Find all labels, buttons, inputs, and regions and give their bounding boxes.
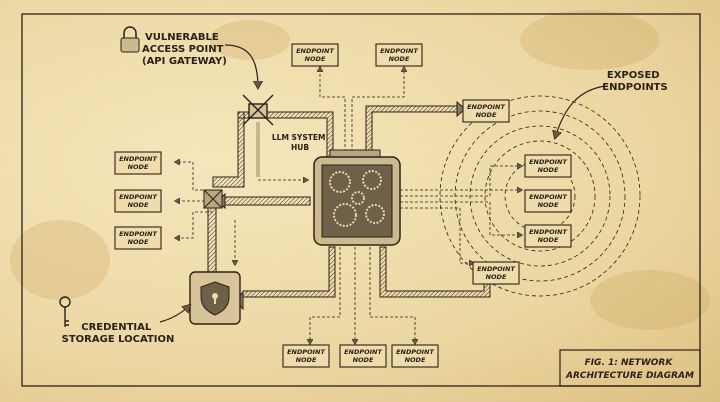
endpoint-node-label: NODE xyxy=(538,236,559,244)
endpoint-node-label: ENDPOINT xyxy=(380,47,418,55)
endpoint-node-label: ENDPOINT xyxy=(467,103,505,111)
endpoint-node-label: NODE xyxy=(128,238,149,246)
endpoint-node-label: ENDPOINT xyxy=(529,193,567,201)
endpoint-node-box xyxy=(282,344,330,368)
annotation-arrows xyxy=(159,44,606,323)
endpoint-node-label: NODE xyxy=(538,166,559,174)
endpoint-node-label: NODE xyxy=(296,356,317,364)
endpoint-node-box xyxy=(472,261,520,285)
frame-border xyxy=(21,13,701,387)
endpoint-node-label: NODE xyxy=(305,55,326,63)
endpoint-node-label: ENDPOINT xyxy=(529,158,567,166)
endpoint-node-box xyxy=(114,226,162,250)
endpoint-node-label: NODE xyxy=(476,111,497,119)
endpoint-node-label: ENDPOINT xyxy=(344,348,382,356)
endpoint-node-label: NODE xyxy=(128,201,149,209)
lock-icon xyxy=(120,26,140,53)
endpoint-node-label: ENDPOINT xyxy=(287,348,325,356)
endpoint-node-box xyxy=(114,151,162,175)
endpoint-node-label: ENDPOINT xyxy=(296,47,334,55)
endpoint-node-label: ENDPOINT xyxy=(529,228,567,236)
figure-caption: FIG. 1: NETWORK ARCHITECTURE DIAGRAM xyxy=(559,349,701,387)
endpoint-node-box xyxy=(462,99,510,123)
endpoint-nodes: ENDPOINTNODEENDPOINTNODEENDPOINTNODEENDP… xyxy=(114,43,572,368)
hub-label: LLM SYSTEM HUB xyxy=(272,133,328,152)
endpoint-node-box xyxy=(375,43,423,67)
endpoint-node-label: NODE xyxy=(128,163,149,171)
api-gateway-blocked-icon xyxy=(242,94,274,177)
key-icon xyxy=(59,296,71,327)
llm-system-hub xyxy=(313,149,401,246)
endpoint-node-label: ENDPOINT xyxy=(119,230,157,238)
endpoint-node-box xyxy=(339,344,387,368)
vulnerable-access-label: VULNERABLE ACCESS POINT (API GATEWAY) xyxy=(142,32,227,67)
endpoint-node-label: NODE xyxy=(538,201,559,209)
junction-box-icon xyxy=(203,189,223,209)
endpoint-node-box xyxy=(391,344,439,368)
endpoint-node-box xyxy=(524,154,572,178)
endpoint-node-label: ENDPOINT xyxy=(119,155,157,163)
endpoint-node-box xyxy=(524,189,572,213)
exposed-endpoints-label: EXPOSED ENDPOINTS xyxy=(602,70,667,93)
endpoint-node-label: NODE xyxy=(389,55,410,63)
endpoint-node-label: ENDPOINT xyxy=(119,193,157,201)
paper-stains xyxy=(10,10,710,330)
dashed-links xyxy=(175,67,522,344)
endpoint-node-label: NODE xyxy=(353,356,374,364)
endpoint-node-label: ENDPOINT xyxy=(477,265,515,273)
svg-text:FIG. 1: NETWORK ARCHITEC: FIG. 1: NETWORK ARCHITECTURE DIAGRAM xyxy=(565,358,694,381)
endpoint-node-box xyxy=(524,224,572,248)
endpoint-node-box xyxy=(114,189,162,213)
endpoint-node-label: NODE xyxy=(405,356,426,364)
credential-storage-vault xyxy=(189,271,241,325)
endpoint-node-label: ENDPOINT xyxy=(396,348,434,356)
endpoint-node-box xyxy=(291,43,339,67)
gears-icon xyxy=(329,170,385,227)
endpoint-node-label: NODE xyxy=(486,273,507,281)
credential-storage-label: CREDENTIAL STORAGE LOCATION xyxy=(62,322,175,345)
